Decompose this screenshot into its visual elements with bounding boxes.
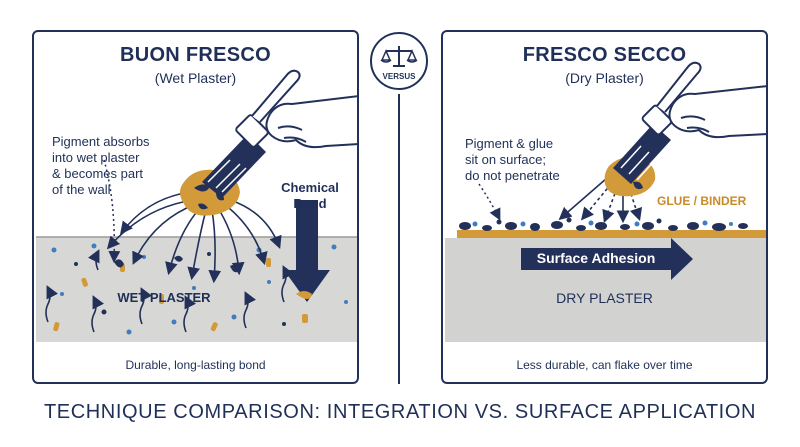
surface-pigment: [459, 217, 748, 231]
paintbrush-icon: [202, 69, 301, 198]
absorption-note: Pigment absorbs into wet plaster & becom…: [52, 134, 150, 198]
panel-title: BUON FRESCO: [119, 44, 272, 66]
panel-title: FRESCO SECCO: [522, 44, 687, 66]
fresco-secco-panel: FRESCO SECCO (Dry Plaster) Pigment & glu…: [441, 30, 768, 384]
note-line: of the wall: [52, 182, 111, 197]
note-line: Pigment & glue: [465, 136, 554, 151]
scales-icon: [380, 46, 418, 67]
note-line: Pigment absorbs: [52, 134, 150, 149]
note-leader: [478, 183, 501, 221]
surface-adhesion-arrow: [521, 238, 693, 280]
fresco-secco-illustration: [445, 61, 766, 342]
panel-caption: Durable, long-lasting bond: [125, 358, 266, 372]
paintbrush-icon: [613, 61, 702, 184]
hand-icon: [265, 95, 357, 149]
surface-note: Pigment & glue sit on surface; do not pe…: [465, 136, 560, 184]
panel-subtitle: (Dry Plaster): [565, 70, 644, 86]
versus-label: VERSUS: [382, 72, 416, 81]
buon-fresco-panel: BUON FRESCO (Wet Plaster) Pigment absorb…: [32, 30, 359, 384]
bond-label-line: Chemical: [281, 180, 339, 195]
note-line: sit on surface;: [465, 152, 546, 167]
buon-fresco-illustration: [36, 69, 357, 342]
comparison-footer-title: TECHNIQUE COMPARISON: INTEGRATION VS. SU…: [43, 401, 757, 423]
plaster-specks: [51, 243, 348, 335]
panel-subtitle: (Wet Plaster): [154, 70, 237, 86]
glue-binder-layer: [457, 230, 766, 238]
note-leader: [103, 159, 121, 263]
chemical-bond-label: Chemical Bond: [262, 180, 357, 212]
dry-plaster-label: DRY PLASTER: [556, 290, 653, 306]
versus-divider-line: [398, 94, 400, 384]
note-line: & becomes part: [52, 166, 144, 181]
glue-binder-label: GLUE / BINDER: [657, 194, 747, 208]
wet-plaster-label: WET PLASTER: [117, 290, 211, 305]
absorption-arrows: [45, 249, 295, 333]
bond-label-line: Bond: [293, 196, 327, 211]
versus-badge: VERSUS: [370, 32, 428, 90]
chemical-bond-arrow: [284, 200, 330, 302]
panel-caption: Less durable, can flake over time: [516, 358, 693, 372]
surface-adhesion-label: Surface Adhesion: [536, 250, 656, 266]
hand-icon: [668, 85, 766, 139]
note-line: into wet plaster: [52, 150, 140, 165]
note-line: do not penetrate: [465, 168, 560, 183]
